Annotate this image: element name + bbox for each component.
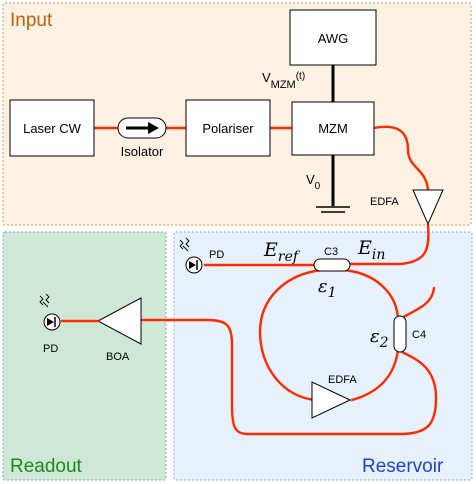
coupler-c3: [313, 258, 351, 272]
light-wave-icon: [39, 293, 50, 308]
reservoir-section-label: Reservoir: [362, 456, 444, 477]
fiber-ring-top-c4: [340, 268, 400, 320]
isolator-label: Isolator: [121, 144, 164, 159]
epsilon-1-label: ε1: [318, 276, 337, 301]
coupler-c4: [393, 315, 407, 353]
awg-label: AWG: [318, 31, 349, 46]
amplifier-triangle-icon: [412, 189, 444, 226]
readout-section: [2, 231, 167, 481]
edfa-reservoir-label: EDFA: [328, 374, 357, 386]
readout-section-label: Readout: [10, 456, 83, 477]
mzm-box: [291, 101, 375, 156]
edfa-input-label: EDFA: [370, 196, 399, 208]
pd-readout-label: PD: [43, 343, 58, 355]
amplifier-triangle-icon: [96, 297, 142, 345]
polariser-label: Polariser: [202, 121, 254, 136]
fiber-mzm-edfa: [372, 125, 430, 192]
laser-box: [9, 99, 95, 157]
polariser-box: [185, 99, 271, 157]
amplifier-triangle-icon: [311, 381, 352, 419]
optical-fibers: [92, 125, 438, 436]
fiber-edfa-c3: [346, 223, 430, 266]
vmzm-label: VMZM(t): [262, 70, 305, 91]
ground-icon: [316, 206, 350, 213]
photodiode-icon: [185, 256, 203, 274]
fiber-c4-out-top: [400, 286, 436, 320]
reservoir-section: [173, 231, 473, 481]
fiber-ring-c4-edfa: [350, 348, 400, 402]
v0-label: V0: [306, 172, 321, 192]
boa-label: BOA: [106, 351, 130, 363]
epsilon-2-label: ε2: [370, 326, 389, 351]
fiber-ring-c3-c4: [258, 268, 324, 402]
input-section-label: Input: [10, 10, 53, 31]
c4-label: C4: [412, 329, 426, 341]
e-in-label: Ein: [357, 237, 385, 263]
pd-reservoir-label: PD: [209, 249, 224, 261]
light-wave-icon: [179, 237, 190, 252]
photodiode-icon: [43, 313, 61, 331]
fiber-c4-out-bottom: [140, 318, 438, 436]
e-ref-label: Eref: [263, 239, 301, 265]
arrow-right-icon: [126, 122, 159, 134]
awg-box: [289, 9, 377, 66]
c3-label: C3: [324, 246, 338, 258]
laser-label: Laser CW: [23, 121, 82, 136]
mzm-label: MZM: [318, 121, 348, 136]
